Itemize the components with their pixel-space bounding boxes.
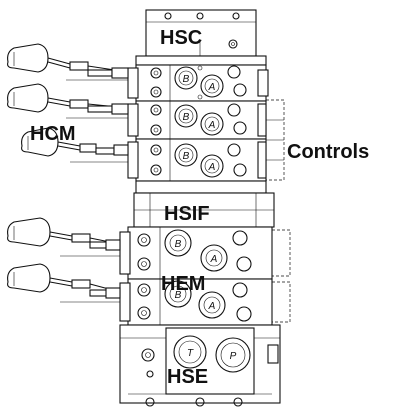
port-label-b-4: B xyxy=(175,239,182,250)
port-label-b-5: B xyxy=(175,290,182,301)
port-label-a-3: A xyxy=(208,162,216,173)
hem-section xyxy=(119,226,291,326)
label-hsif: HSIF xyxy=(164,203,210,225)
port-label-a-1: A xyxy=(208,82,216,93)
hem-valve-2 xyxy=(119,278,291,326)
port-markings: B A B A B A B A B A T P xyxy=(175,74,237,362)
hem-levers xyxy=(7,217,121,303)
label-controls: Controls xyxy=(287,141,369,163)
port-label-b-2: B xyxy=(183,112,190,123)
hcm-levers xyxy=(7,43,129,163)
hcm-valve-3 xyxy=(127,138,267,182)
hem-valve-1 xyxy=(119,226,291,280)
port-label-a-2: A xyxy=(208,120,216,131)
port-label-a-5: A xyxy=(208,301,216,312)
label-hsc: HSC xyxy=(160,27,202,49)
hsif-section xyxy=(133,180,275,228)
port-label-b-3: B xyxy=(183,151,190,162)
label-hcm: HCM xyxy=(30,123,76,145)
port-label-a-4: A xyxy=(210,254,218,265)
hcm-section xyxy=(127,64,285,182)
label-hse: HSE xyxy=(167,366,208,388)
section-labels: HSC HCM Controls HSIF HEM HSE xyxy=(30,27,369,388)
hsc-section xyxy=(135,9,267,66)
port-label-b-1: B xyxy=(183,74,190,85)
port-label-t: T xyxy=(187,348,194,359)
hcm-valve-1 xyxy=(127,64,269,102)
port-label-p: P xyxy=(230,351,237,362)
lever-handle-5 xyxy=(7,263,121,303)
lever-handle-2 xyxy=(7,83,129,119)
hse-section xyxy=(119,324,281,407)
lever-handle-1 xyxy=(7,43,129,81)
label-hem: HEM xyxy=(161,273,205,295)
hcm-valve-2 xyxy=(127,100,267,140)
lever-handle-4 xyxy=(7,217,121,257)
lever-handle-3 xyxy=(21,127,129,163)
